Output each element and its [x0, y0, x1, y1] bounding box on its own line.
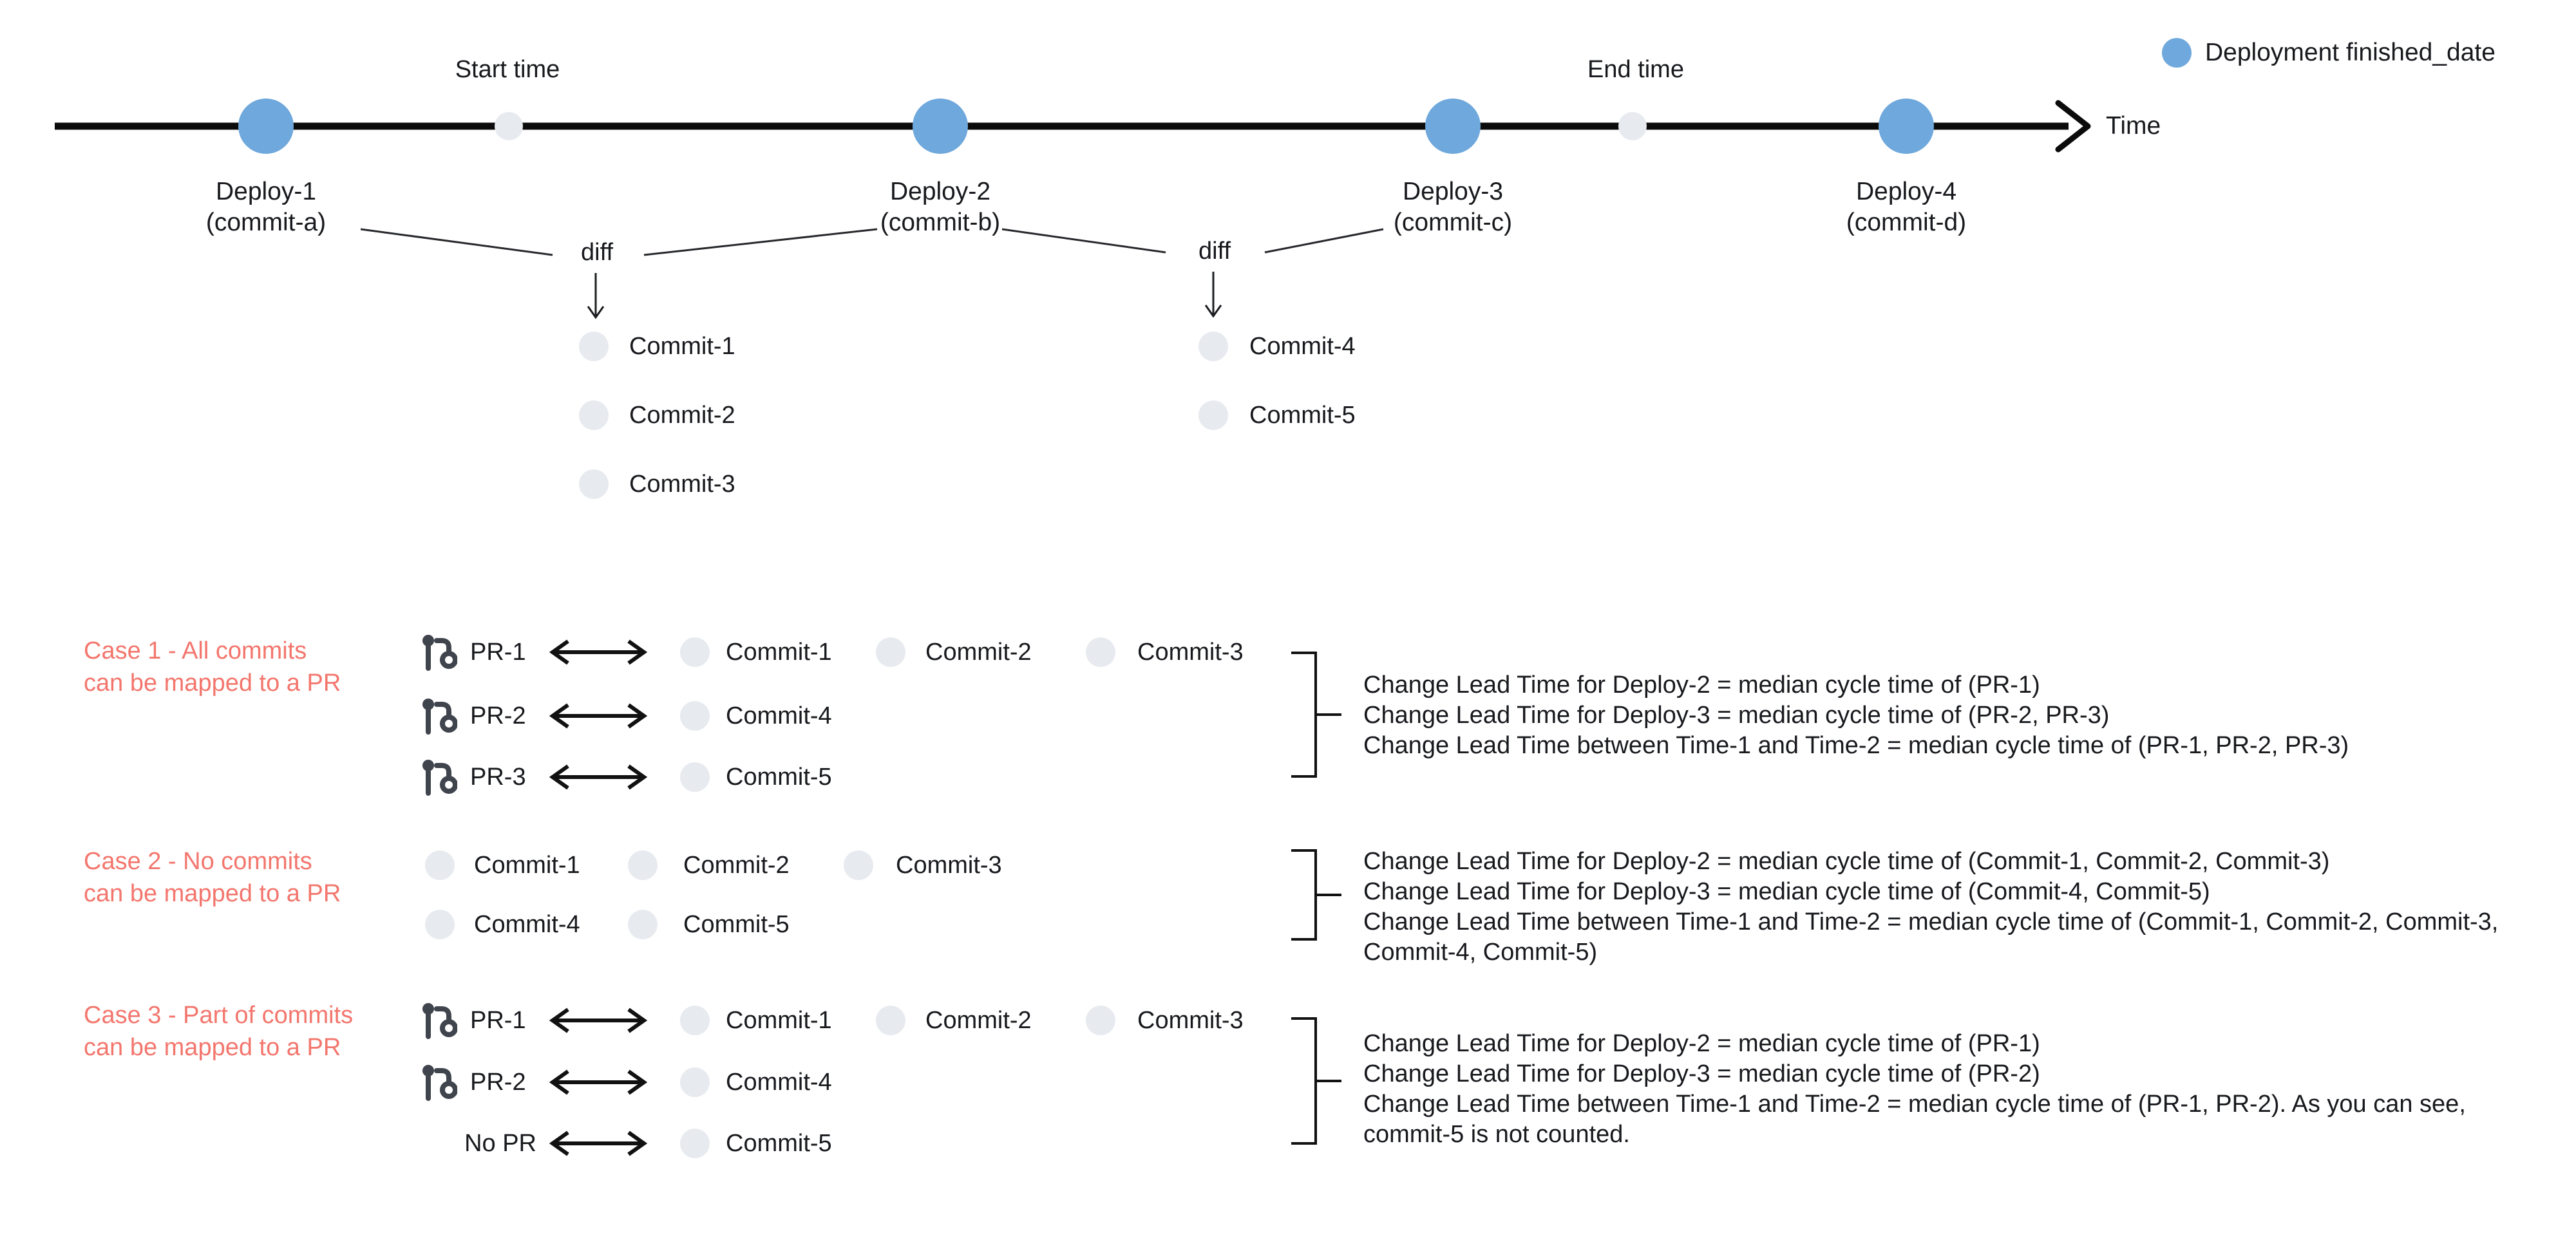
end-time-label: End time [1587, 56, 1684, 83]
diff2-down-arrow-icon [1204, 272, 1222, 318]
case1-notes: Change Lead Time for Deploy-2 = median c… [1363, 670, 2516, 761]
double-arrow-icon [549, 1069, 648, 1095]
diff1-commit-label: Commit-1 [629, 333, 735, 360]
case3-notes: Change Lead Time for Deploy-2 = median c… [1363, 1029, 2516, 1150]
case2-commit-dots [425, 850, 873, 939]
pr-label: PR-1 [470, 1007, 526, 1034]
deploy-name: Deploy-4 [1855, 178, 1957, 205]
deploy-3-dot [1425, 99, 1481, 154]
note-line: Change Lead Time for Deploy-2 = median c… [1363, 1030, 2040, 1057]
note-line: Change Lead Time between Time-1 and Time… [1363, 1091, 2466, 1148]
commit-label: Commit-3 [896, 852, 1002, 879]
diff1-commit-label: Commit-3 [629, 471, 735, 498]
start-time-label: Start time [455, 56, 560, 83]
diff2-commit-label: Commit-4 [1249, 333, 1356, 360]
deploy-4-dot [1879, 99, 1934, 154]
diff-1-label: diff [580, 239, 614, 266]
diff2-left-connector [1001, 228, 1166, 254]
note-line: Change Lead Time for Deploy-3 = median c… [1363, 1060, 2040, 1087]
pull-request-icon [420, 634, 457, 671]
deploy-commit: (commit-b) [880, 209, 1001, 236]
note-line: Change Lead Time for Deploy-2 = median c… [1363, 848, 2330, 875]
double-arrow-icon [549, 1008, 648, 1033]
double-arrow-icon [549, 703, 648, 729]
diff1-commit-3-dot [579, 469, 609, 499]
commit-label: Commit-3 [1137, 639, 1244, 666]
pr-label: PR-2 [470, 702, 526, 729]
diff1-right-connector [643, 228, 878, 256]
deploy-3-label: Deploy-3 (commit-c) [1394, 176, 1512, 238]
pull-request-icon [420, 1002, 457, 1039]
note-line: Change Lead Time between Time-1 and Time… [1363, 732, 2349, 759]
time-axis-label: Time [2106, 112, 2161, 140]
no-pr-label: No PR [464, 1130, 536, 1157]
case3-double-arrows [549, 1008, 648, 1156]
commit-label: Commit-5 [726, 1130, 832, 1157]
deploy-name: Deploy-3 [1402, 178, 1504, 205]
deploy-2-label: Deploy-2 (commit-b) [880, 176, 1000, 238]
diff1-commit-2-dot [579, 400, 609, 430]
commit-label: Commit-5 [726, 764, 832, 791]
diff1-left-connector [360, 228, 553, 256]
commit-label: Commit-4 [726, 702, 832, 729]
deploy-commit: (commit-c) [1393, 209, 1513, 236]
diff2-commit-label: Commit-5 [1249, 402, 1356, 429]
commit-label: Commit-2 [683, 852, 790, 879]
note-line: Change Lead Time for Deploy-3 = median c… [1363, 702, 2110, 729]
deploy-1-label: Deploy-1 (commit-a) [206, 176, 326, 238]
diff2-commit-5-dot [1198, 400, 1228, 430]
start-time-dot [495, 112, 523, 140]
pull-request-icon [420, 697, 457, 735]
case1-commit-dots [680, 637, 1115, 792]
case1-bracket [1291, 652, 1341, 778]
end-time-dot [1618, 112, 1647, 140]
commit-label: Commit-2 [925, 1007, 1032, 1034]
deploy-2-dot [913, 99, 968, 154]
note-line: Change Lead Time for Deploy-2 = median c… [1363, 671, 2040, 699]
commit-label: Commit-4 [726, 1069, 832, 1096]
case1-title: Case 1 - All commits can be mapped to a … [84, 637, 341, 697]
deploy-name: Deploy-2 [889, 178, 991, 205]
commit-label: Commit-3 [1137, 1007, 1244, 1034]
commit-label: Commit-5 [683, 911, 790, 938]
deploy-1-dot [238, 99, 294, 154]
pr-label: PR-2 [470, 1069, 526, 1096]
commit-label: Commit-1 [726, 1007, 832, 1034]
deploy-name: Deploy-1 [215, 178, 317, 205]
case3-bracket [1291, 1017, 1341, 1145]
diff1-commit-1-dot [579, 332, 609, 361]
diff1-down-arrow-icon [587, 273, 605, 319]
case3-commit-dots [680, 1006, 1115, 1158]
commit-label: Commit-2 [925, 639, 1032, 666]
double-arrow-icon [549, 764, 648, 790]
note-line: Change Lead Time between Time-1 and Time… [1363, 908, 2499, 966]
double-arrow-icon [549, 639, 648, 665]
deploy-4-label: Deploy-4 (commit-d) [1846, 176, 1966, 238]
double-arrow-icon [549, 1131, 648, 1156]
case2-title: Case 2 - No commits can be mapped to a P… [84, 848, 341, 907]
note-line: Change Lead Time for Deploy-3 = median c… [1363, 878, 2210, 905]
commit-label: Commit-4 [474, 911, 580, 938]
commit-label: Commit-1 [474, 852, 580, 879]
pr-label: PR-3 [470, 764, 526, 791]
deploy-commit: (commit-a) [205, 209, 327, 236]
case2-notes: Change Lead Time for Deploy-2 = median c… [1363, 847, 2516, 968]
case1-double-arrows [549, 639, 648, 790]
diff2-right-connector [1264, 228, 1384, 254]
pull-request-icon [420, 758, 457, 796]
pr-label: PR-1 [470, 639, 526, 666]
commit-label: Commit-1 [726, 639, 832, 666]
legend-deployment-dot [2162, 38, 2192, 68]
diff1-commit-label: Commit-2 [629, 402, 735, 429]
deploy-commit: (commit-d) [1846, 209, 1967, 236]
diff-2-label: diff [1198, 238, 1231, 265]
legend-label: Deployment finished_date [2205, 39, 2496, 66]
timeline-arrowhead-icon [2055, 100, 2091, 153]
case3-title: Case 3 - Part of commits can be mapped t… [84, 1002, 354, 1061]
case2-bracket [1291, 849, 1341, 941]
diff2-commit-4-dot [1198, 332, 1228, 361]
pull-request-icon [420, 1064, 457, 1101]
